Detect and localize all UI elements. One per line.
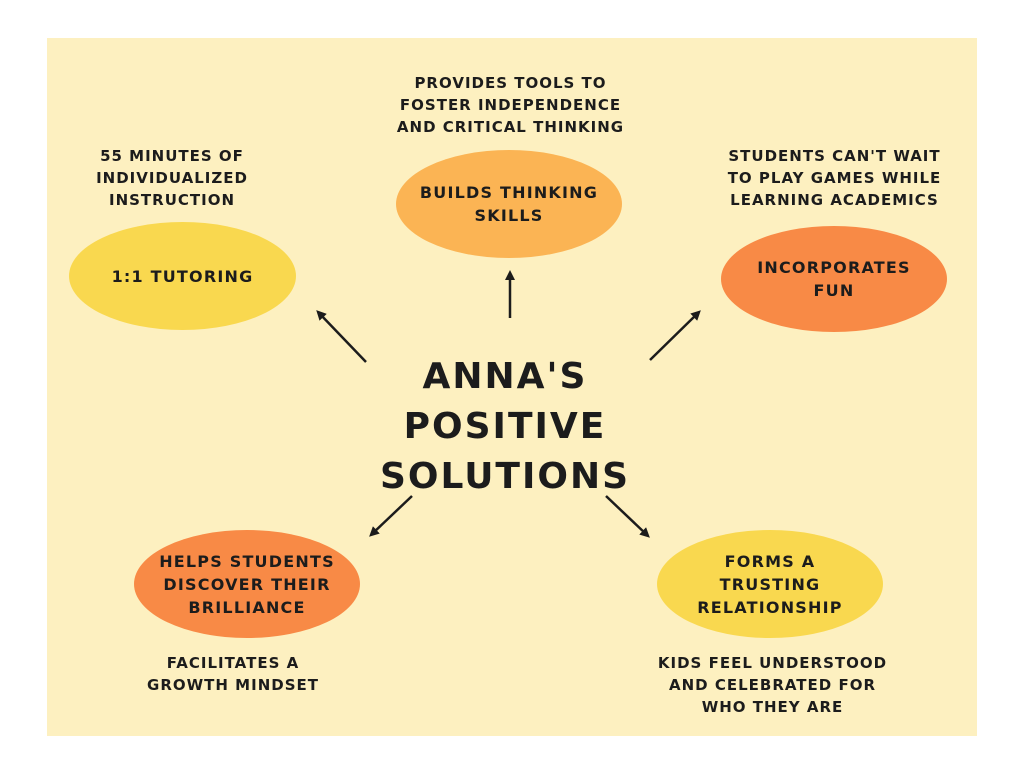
node-thinking-skills: Builds thinking skills (396, 150, 622, 258)
node-brilliance: Helps students discover their brilliance (134, 530, 360, 638)
node-relationship-label: Forms a trusting relationship (697, 551, 843, 617)
caption-brilliance: Facilitates a growth mindset (147, 654, 319, 694)
center-title: Anna's Positive Solutions (380, 352, 630, 502)
center-title-line3: Solutions (380, 456, 631, 497)
caption-thinking-skills: Provides tools to foster independence an… (396, 74, 625, 136)
center-title-line2: Positive (403, 406, 607, 447)
node-thinking-skills-label: Builds thinking skills (419, 183, 599, 225)
node-tutoring: 1:1 Tutoring (69, 222, 296, 330)
center-title-line1: Anna's (422, 356, 588, 397)
caption-relationship: Kids feel understood and celebrated for … (657, 654, 888, 716)
node-fun-label: Incorporates fun (757, 258, 911, 300)
node-relationship: Forms a trusting relationship (657, 530, 883, 638)
node-fun: Incorporates fun (721, 226, 947, 332)
caption-fun: Students can't wait to play games while … (727, 147, 942, 209)
node-brilliance-label: Helps students discover their brilliance (159, 551, 335, 617)
caption-tutoring: 55 minutes of individualized instruction (96, 147, 248, 209)
node-tutoring-label: 1:1 Tutoring (111, 266, 254, 286)
